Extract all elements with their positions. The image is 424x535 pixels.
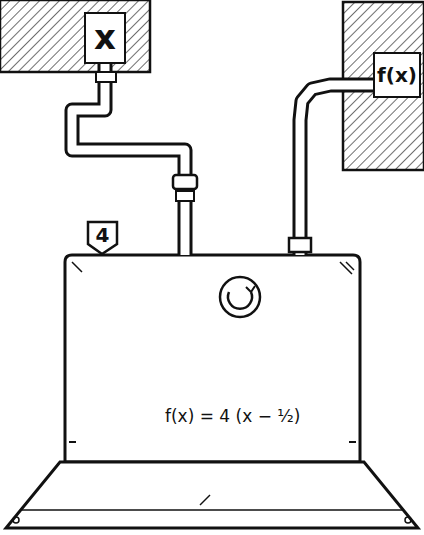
node-text: f(x) = 4 (x − ½) [165,407,300,426]
label-text: 4 [96,223,110,247]
rotation-arrow-head [246,286,255,292]
pipe-outline [300,85,373,255]
pipe-outline [72,64,185,255]
shade-mark [72,262,82,272]
machine-body [65,255,360,462]
rotation-arrow [228,292,252,309]
pipe [300,85,373,255]
screw [405,517,411,523]
screw [13,517,19,523]
side-mark [69,441,76,443]
valve [173,175,197,189]
pipe-flange [96,72,116,82]
pipe-inner [300,85,373,255]
callout-number: 4 [88,222,117,248]
machine-node: f(x) = 4 (x − ½) [65,255,360,462]
shade-mark [340,262,352,274]
valve-neck [176,191,194,201]
input-panel [0,0,150,72]
node-text: x [94,19,116,56]
side-mark [349,441,356,443]
base-edge [20,509,404,511]
input-box: x [84,12,126,64]
machine-base [6,462,418,528]
tag-shape [88,222,117,254]
shade-mark [200,495,210,505]
node-text: f(x) [377,64,417,86]
pipe-inner [72,64,185,255]
input-panel-ground [0,0,150,72]
pipe-flange [289,238,311,252]
output-box: f(x) [373,52,421,98]
shade-mark [346,262,354,270]
pipe [72,64,185,255]
dial [220,277,260,317]
